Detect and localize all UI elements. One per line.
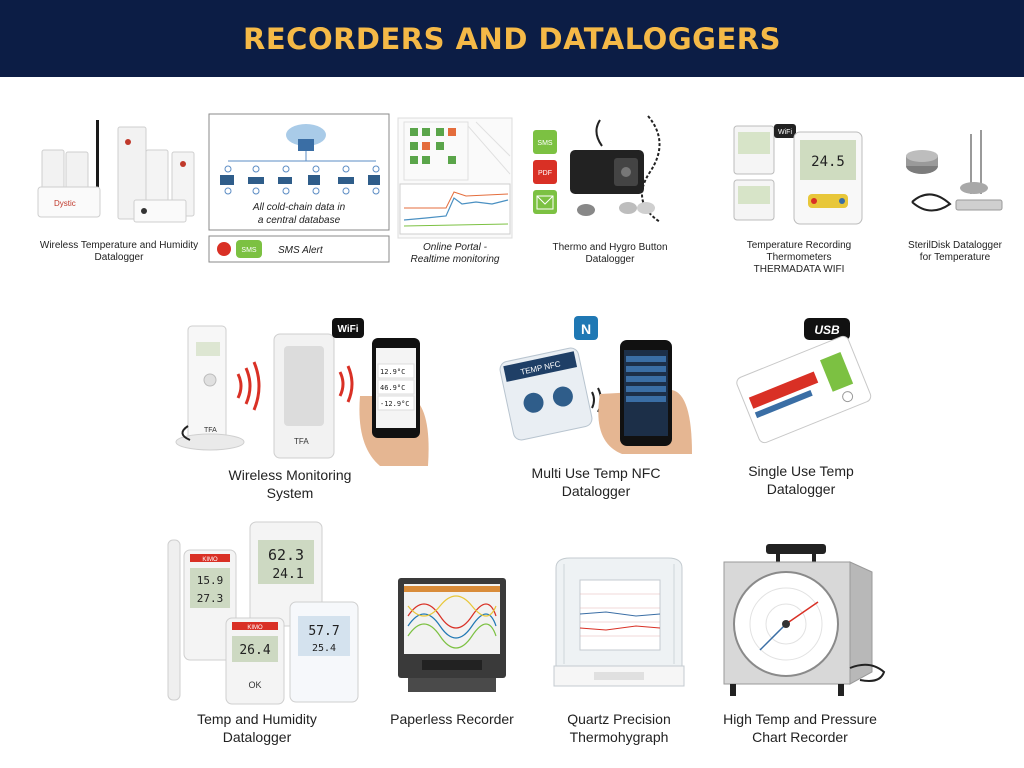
svg-text:SMS: SMS [241, 247, 257, 254]
nfc-datalogger-image: N TEMP NFC [499, 316, 692, 454]
wifi-icon [332, 318, 364, 338]
online-portal-screenshot [397, 117, 513, 239]
alarm-icon [217, 242, 231, 256]
cold-chain-caption-2: a central database [258, 215, 341, 226]
pdf-icon [533, 160, 557, 184]
svg-text:KIMO: KIMO [202, 557, 218, 563]
svg-text:25.4: 25.4 [312, 643, 336, 654]
svg-text:USB: USB [814, 323, 840, 337]
sms-alert-label: SMS Alert [278, 245, 324, 256]
svg-text:WiFi: WiFi [778, 129, 792, 136]
wireless-monitoring-image: TFA TFA WiFi 12.9°C 46.9°C -12.9°C [175, 318, 429, 466]
online-portal-caption: Online Portal -Realtime monitoring [410, 242, 500, 265]
svg-text:24.1: 24.1 [272, 567, 303, 582]
thermadata-reading: 24.5 [811, 154, 845, 170]
wireless-th-datalogger-image: Dystic [37, 120, 195, 223]
svg-text:KIMO: KIMO [247, 625, 263, 631]
svg-text:PDF: PDF [538, 170, 552, 177]
wireless-signal-icon-2 [338, 365, 354, 403]
svg-text:N: N [581, 321, 591, 337]
svg-text:-12.9°C: -12.9°C [380, 400, 410, 408]
single-use-datalogger-image: USB [736, 318, 872, 444]
chart-recorder-image [723, 544, 886, 696]
svg-text:12.9°C: 12.9°C [380, 368, 405, 376]
product-paperless-recorder[interactable]: Paperless Recorder [384, 576, 520, 736]
brand-label: Dystic [54, 199, 76, 208]
svg-text:62.3: 62.3 [268, 546, 304, 564]
product-temp-humidity-datalogger[interactable]: KIMO 15.9 27.3 62.3 24.1 KIMO 26.4 OK 57… [162, 520, 362, 750]
product-wireless-th-datalogger[interactable]: Dystic Wireless Temperature and Humidity… [34, 112, 204, 263]
svg-text:57.7: 57.7 [308, 624, 339, 639]
usb-icon [804, 318, 850, 340]
product-online-portal[interactable]: Online Portal -Realtime monitoring [396, 116, 514, 266]
product-wireless-monitoring-system[interactable]: TFA TFA WiFi 12.9°C 46.9°C -12.9°C Wirel… [170, 316, 430, 506]
svg-text:26.4: 26.4 [239, 643, 270, 658]
svg-text:SMS: SMS [537, 140, 553, 147]
button-datalogger-image: SMS PDF [533, 115, 661, 223]
svg-text:TFA: TFA [294, 437, 309, 446]
cold-chain-caption-1: All cold-chain data in [252, 202, 346, 213]
wifi-icon [774, 124, 796, 138]
page-header: RECORDERS AND DATALOGGERS [0, 0, 1024, 77]
thermadata-image: WiFi 24.5 [733, 124, 863, 225]
sms-icon [533, 130, 557, 154]
sterildisk-image [906, 130, 1003, 212]
sms-alert-box: SMS SMS Alert [208, 235, 390, 263]
product-cold-chain-database[interactable]: All cold-chain data in a central databas… [208, 113, 390, 263]
svg-text:15.9: 15.9 [197, 574, 224, 587]
thermohygraph-image [553, 557, 685, 687]
paperless-recorder-caption: Paperless Recorder [390, 711, 514, 727]
paperless-recorder-image [398, 578, 506, 692]
ok-button-label: OK [248, 680, 261, 690]
svg-text:46.9°C: 46.9°C [380, 384, 405, 392]
product-thermadata-wifi[interactable]: WiFi 24.5 Temperature Recording Thermome… [716, 118, 882, 275]
svg-text:27.3: 27.3 [197, 592, 224, 605]
cold-chain-diagram: All cold-chain data in a central databas… [208, 113, 390, 231]
nfc-icon [574, 316, 598, 340]
svg-text:TFA: TFA [204, 427, 217, 434]
wireless-signal-icon [236, 361, 261, 411]
page-title: RECORDERS AND DATALOGGERS [243, 21, 781, 56]
svg-text:WiFi: WiFi [337, 324, 358, 335]
temp-humidity-datalogger-image: KIMO 15.9 27.3 62.3 24.1 KIMO 26.4 OK 57… [167, 521, 359, 705]
sms-icon [236, 240, 262, 258]
